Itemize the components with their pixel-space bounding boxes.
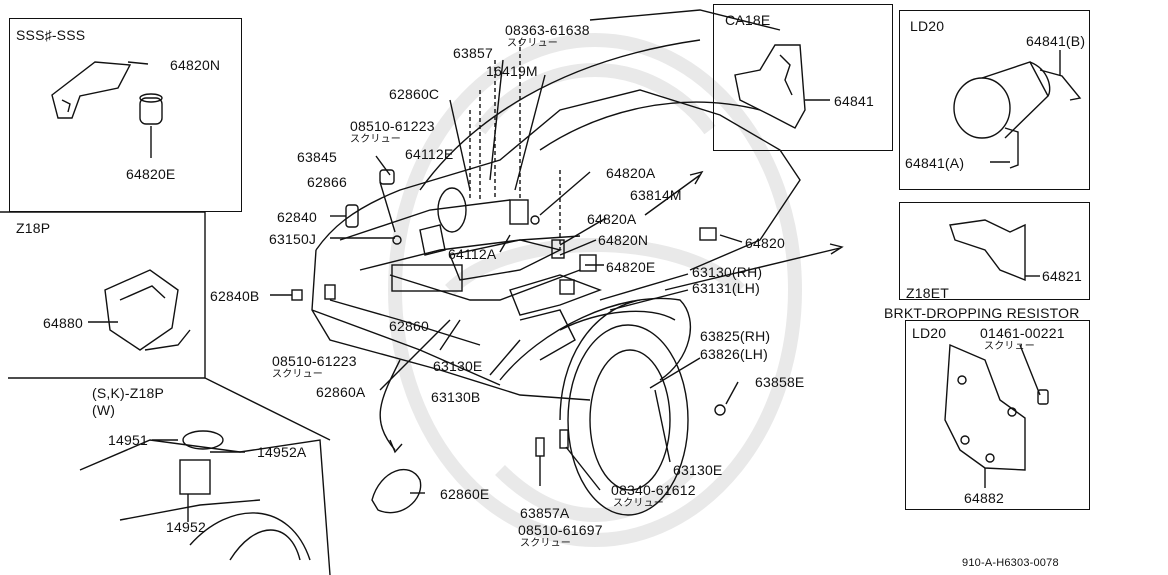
part-63150J: 63150J [269,231,317,247]
part-63814M: 63814M [630,187,682,203]
part-08510-61223-top: 08510-61223 [350,118,435,134]
panel-title-z18et: Z18ET [906,285,950,301]
part-63845: 63845 [297,149,337,165]
part-64820E-top: 64820E [126,166,176,182]
part-64820E-mid: 64820E [606,259,656,275]
panel-z18et [899,202,1090,300]
part-63131LH: 63131(LH) [692,280,760,296]
part-64820N-mid: 64820N [598,232,649,248]
part-63130B: 63130B [431,389,481,405]
part-64820A-1: 64820A [606,165,656,181]
part-64841: 64841 [834,93,874,109]
part-63826LH: 63826(LH) [700,346,768,362]
screw-note-08340: スクリュー [613,498,664,509]
part-16419M: 16419M [486,63,538,79]
part-08340-61612: 08340-61612 [611,482,696,498]
part-63130E-mid: 63130E [433,358,483,374]
part-64112A: 64112A [448,246,497,262]
part-62860C: 62860C [389,86,440,102]
part-64820N-top: 64820N [170,57,221,73]
screw-note-08510-bot: スクリュー [272,369,323,380]
part-14952: 14952 [166,519,206,535]
watermark-crest [388,33,802,547]
part-63130E-bot: 63130E [673,462,723,478]
part-64841B: 64841(B) [1026,33,1086,49]
part-08363-61638: 08363-61638 [505,22,590,38]
panel-title-skz18p: (S,K)-Z18P [92,385,165,401]
part-62860A: 62860A [316,384,366,400]
part-63825RH: 63825(RH) [700,328,771,344]
panel-title-z18p: Z18P [16,220,51,236]
part-62860E: 62860E [440,486,490,502]
part-64820A-2: 64820A [587,211,637,227]
panel-title-ld20-top: LD20 [910,18,945,34]
panel-ld20-top [899,10,1090,190]
panel-title-ca18e: CA18E [725,12,771,28]
part-62840B: 62840B [210,288,260,304]
footer-code: 910-A-H6303-0078 [962,557,1059,569]
screw-note-08510-61697: スクリュー [520,538,571,549]
part-01461-00221: 01461-00221 [980,325,1065,341]
part-62866: 62866 [307,174,347,190]
part-63858E: 63858E [755,374,805,390]
screw-note-01461: スクリュー [984,341,1035,352]
screw-note-08363: スクリュー [507,38,558,49]
part-63857A: 63857A [520,505,570,521]
part-64841A: 64841(A) [905,155,965,171]
panel-subtitle-skz18p: (W) [92,402,116,418]
part-64880: 64880 [43,315,83,331]
panel-title-sss: SSS♯-SSS [16,27,86,43]
part-64112E: 64112E [405,146,454,162]
part-62860: 62860 [389,318,429,334]
panel-ld20-bottom [905,320,1090,510]
part-63130RH: 63130(RH) [692,264,763,280]
panel-caption-brkt: BRKT-DROPPING RESISTOR [884,305,1080,321]
part-64820: 64820 [745,235,785,251]
part-14952A: 14952A [257,444,307,460]
part-62840: 62840 [277,209,317,225]
part-08510-61697: 08510-61697 [518,522,603,538]
part-64882: 64882 [964,490,1004,506]
panel-title-ld20-bottom: LD20 [912,325,947,341]
part-14951: 14951 [108,432,148,448]
part-64821: 64821 [1042,268,1082,284]
part-08510-61223-bot: 08510-61223 [272,353,357,369]
part-63857: 63857 [453,45,493,61]
panel-ca18e [713,4,893,151]
screw-note-08510-top: スクリュー [350,134,401,145]
